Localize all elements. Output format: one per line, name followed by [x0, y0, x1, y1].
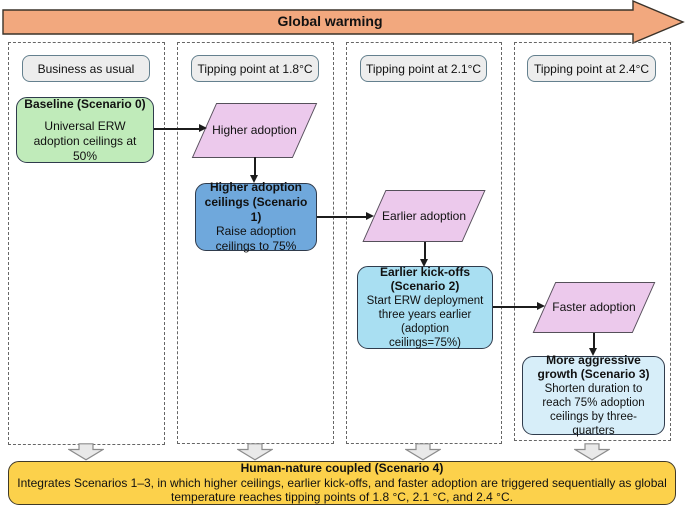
scenario4-body: Integrates Scenarios 1–3, in which highe… — [17, 475, 667, 505]
global-warming-label: Global warming — [277, 13, 383, 29]
node-scenario3-aggressive-growth: More aggressive growth (Scenario 3) Shor… — [522, 352, 665, 438]
arrowhead-down-icon — [589, 348, 597, 356]
earlier-adoption-label: Earlier adoption — [381, 208, 467, 223]
scenario3-body: Shorten duration to reach 75% adoption c… — [542, 383, 645, 438]
connector-scenario0-to-higher-adoption — [154, 128, 199, 130]
node-scenario2-earlier-kickoffs: Earlier kick-offs (Scenario 2) Start ERW… — [357, 264, 493, 350]
arrowhead-right-icon — [199, 124, 207, 132]
node-scenario0-baseline: Baseline (Scenario 0) Universal ERW adop… — [16, 97, 154, 163]
arrowhead-down-icon — [420, 259, 428, 267]
node-scenario4-human-nature-coupled: Human-nature coupled (Scenario 4) Integr… — [8, 461, 676, 505]
block-down-arrow-col2-icon — [237, 443, 273, 461]
header-business-as-usual: Business as usual — [22, 55, 150, 82]
global-warming-arrow-shape — [2, 0, 685, 44]
connector-higher-adoption-to-scenario1 — [254, 157, 256, 176]
scenario3-title: More aggressive growth (Scenario 3) — [537, 352, 650, 382]
connector-scenario1-to-earlier-adoption — [317, 216, 366, 218]
column-tipping-2-4 — [514, 42, 671, 441]
block-down-arrow-col4-icon — [574, 443, 610, 461]
scenario0-title: Baseline (Scenario 0) — [24, 96, 146, 111]
connector-faster-adoption-to-scenario3 — [593, 333, 595, 349]
block-down-arrow-col3-icon — [405, 443, 441, 461]
scenario1-title: Higher adoption ceilings (Scenario 1) — [204, 180, 308, 224]
higher-adoption-label: Higher adoption — [212, 123, 297, 137]
global-warming-arrow — [2, 0, 685, 44]
faster-adoption-label: Faster adoption — [552, 300, 636, 314]
scenario1-body: Raise adoption ceilings to 75% — [215, 224, 297, 253]
scenario2-body: Start ERW deployment three years earlier… — [366, 295, 484, 350]
header-tipping-1-8: Tipping point at 1.8°C — [191, 55, 319, 82]
header-tipping-2-1: Tipping point at 2.1°C — [360, 55, 487, 82]
arrowhead-down-icon — [250, 175, 258, 183]
arrowhead-right-icon — [366, 212, 374, 220]
scenario4-title: Human-nature coupled (Scenario 4) — [240, 461, 444, 476]
block-down-arrow-col1-icon — [68, 443, 104, 461]
connector-earlier-adoption-to-scenario2 — [424, 242, 426, 260]
scenario0-body: Universal ERW adoption ceilings at 50% — [33, 119, 137, 163]
scenario2-title: Earlier kick-offs (Scenario 2) — [379, 264, 471, 294]
arrowhead-right-icon — [537, 302, 545, 310]
header-tipping-2-4: Tipping point at 2.4°C — [527, 55, 656, 82]
node-scenario1-higher-ceilings: Higher adoption ceilings (Scenario 1) Ra… — [195, 180, 317, 253]
connector-scenario2-to-faster-adoption — [493, 306, 537, 308]
